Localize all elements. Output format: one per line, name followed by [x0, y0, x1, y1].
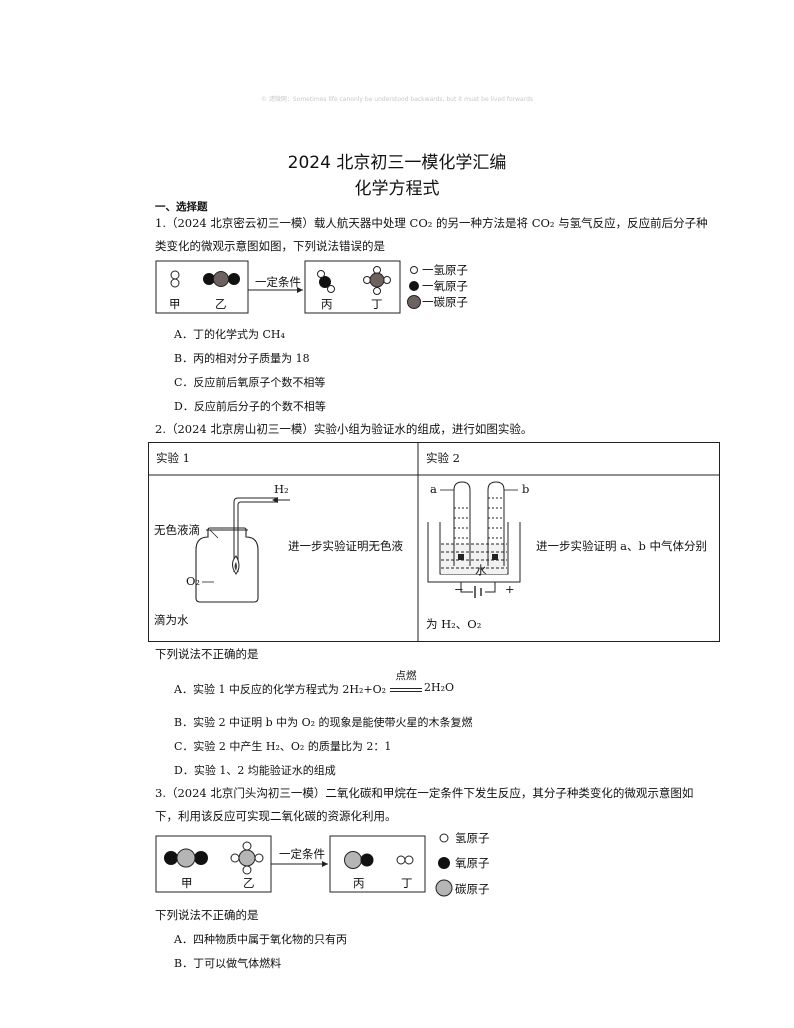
legend-carbon-icon: [435, 879, 453, 897]
exp2-minus-label: −: [454, 582, 464, 596]
q3-reaction-diagram: 一定条件 甲 乙 丙 丁 氢原子 氧原子 碳原子: [155, 826, 515, 898]
oxygen-atom: [228, 273, 240, 285]
hydrogen-atom: [373, 287, 381, 295]
q2-equation-arrow: [390, 682, 422, 696]
q2-equation-product: 2H₂O: [424, 681, 455, 694]
q1-option-a: A．丁的化学式为 CH₄: [174, 328, 285, 341]
hydrogen-atom: [170, 270, 180, 280]
hydrogen-atom: [242, 865, 252, 875]
page-subtitle: 化学方程式: [354, 179, 440, 199]
q3-condition: 一定条件: [279, 847, 325, 861]
legend-hydrogen-icon: [439, 833, 449, 843]
exp2-label-a: a: [430, 482, 437, 496]
oxygen-atom: [360, 853, 374, 867]
q3-option-a: A．四种物质中属于氧化物的只有丙: [174, 933, 347, 946]
q1-stem-line1: 1.（2024 北京密云初三一模）载人航天器中处理 CO₂ 的另一种方法是将 C…: [155, 216, 708, 230]
q3-stem-line2: 下，利用该反应可实现二氧化碳的资源化利用。: [155, 809, 397, 823]
exp2-plus-label: +: [505, 582, 515, 596]
exp1-header: 实验 1: [156, 451, 190, 465]
hydrogen-atom: [373, 266, 381, 274]
q1-legend-oxygen: 一氧原子: [422, 279, 468, 293]
q1-option-d: D．反应前后分子的个数不相等: [174, 400, 326, 413]
exp2-water-label: 水: [475, 563, 487, 577]
q3-prompt: 下列说法不正确的是: [155, 908, 259, 922]
hydrogen-atom: [383, 276, 391, 284]
exp1-drops-label: 无色液滴: [154, 523, 200, 537]
exp2-label-b: b: [522, 482, 530, 496]
q2-option-b: B．实验 2 中证明 b 中为 O₂ 的现象是能使带火星的木条复燃: [174, 716, 473, 729]
gas-jar-illustration: [195, 497, 290, 603]
q1-reaction-diagram: 一定条件 甲 乙 丙 丁 一氢原子 一氧原子 一碳原子: [155, 258, 485, 318]
hydrogen-atom: [254, 853, 264, 863]
q1-condition: 一定条件: [255, 275, 301, 289]
q3-legend-oxygen: 氧原子: [455, 856, 490, 870]
q2-stem: 2.（2024 北京房山初三一模）实验小组为验证水的组成，进行如图实验。: [155, 422, 533, 436]
q3-label-bing: 丙: [353, 876, 365, 890]
oxygen-atom: [203, 273, 215, 285]
exp2-header: 实验 2: [426, 451, 460, 465]
q2-equation-condition: 点燃: [395, 670, 417, 682]
hydrogen-atom: [363, 276, 371, 284]
q1-legend-carbon: 一碳原子: [422, 295, 468, 309]
q1-label-yi: 乙: [215, 297, 227, 311]
hydrogen-atom: [404, 855, 414, 865]
q1-legend-hydrogen: 一氢原子: [422, 263, 468, 277]
electrolysis-apparatus-illustration: [427, 481, 521, 598]
exp1-text-line1: 进一步实验证明无色液: [288, 539, 403, 553]
hydrogen-atom: [317, 270, 325, 278]
carbon-atom: [213, 271, 229, 287]
q1-label-ding: 丁: [371, 297, 383, 311]
q2-option-a: A．实验 1 中反应的化学方程式为 2H₂+O₂: [174, 683, 387, 696]
carbon-atom: [344, 851, 362, 869]
legend-oxygen-icon: [409, 281, 419, 291]
hydrogen-atom: [327, 285, 335, 293]
exp1-h2-label: H₂: [274, 482, 289, 496]
exp2-text-line2: 为 H₂、O₂: [426, 617, 482, 631]
q2-prompt: 下列说法不正确的是: [155, 647, 259, 661]
oxygen-atom: [194, 851, 208, 865]
carbon-atom: [238, 849, 256, 867]
exp1-text-line2: 滴为水: [154, 613, 189, 627]
section-heading: 一、选择题: [155, 201, 208, 213]
hydrogen-atom: [230, 853, 240, 863]
q3-label-yi: 乙: [243, 876, 255, 890]
q3-legend-carbon: 碳原子: [455, 882, 490, 896]
q2-option-c: C．实验 2 中产生 H₂、O₂ 的质量比为 2：1: [174, 740, 392, 753]
q3-label-ding: 丁: [401, 876, 413, 890]
legend-carbon-icon: [407, 295, 421, 309]
oxygen-atom: [319, 276, 331, 288]
hydrogen-atom: [396, 855, 406, 865]
q2-option-d: D．实验 1、2 均能验证水的组成: [174, 764, 336, 777]
q1-option-c: C．反应前后氧原子个数不相等: [174, 376, 326, 389]
q2-experiment-table: 实验 1 实验 2 H₂ 无色液滴 O₂ 进一步实验证明无色液 滴为水 a b …: [148, 442, 720, 642]
hydrogen-atom: [170, 278, 180, 288]
q1-label-bing: 丙: [321, 297, 333, 311]
q1-label-jia: 甲: [169, 297, 181, 311]
q3-legend-hydrogen: 氢原子: [455, 831, 490, 845]
q3-label-jia: 甲: [181, 876, 193, 890]
exp1-o2-label: O₂: [186, 574, 201, 588]
watermark: © 滤微网：Sometimes life canonly be understo…: [260, 96, 534, 103]
oxygen-atom: [164, 851, 178, 865]
page-title: 2024 北京初三一模化学汇编: [287, 153, 507, 173]
legend-hydrogen-icon: [410, 266, 418, 274]
exp2-text-line1: 进一步实验证明 a、b 中气体分别: [536, 539, 708, 553]
q1-stem-line2: 类变化的微观示意图如图，下列说法错误的是: [155, 239, 385, 253]
carbon-atom: [369, 272, 385, 288]
q1-option-b: B．丙的相对分子质量为 18: [174, 352, 310, 365]
q3-option-b: B．丁可以做气体燃料: [174, 957, 282, 970]
legend-oxygen-icon: [438, 857, 450, 869]
hydrogen-atom: [242, 841, 252, 851]
carbon-atom: [176, 848, 196, 868]
q3-stem-line1: 3.（2024 北京门头沟初三一模）二氧化碳和甲烷在一定条件下发生反应，其分子种…: [155, 786, 694, 800]
